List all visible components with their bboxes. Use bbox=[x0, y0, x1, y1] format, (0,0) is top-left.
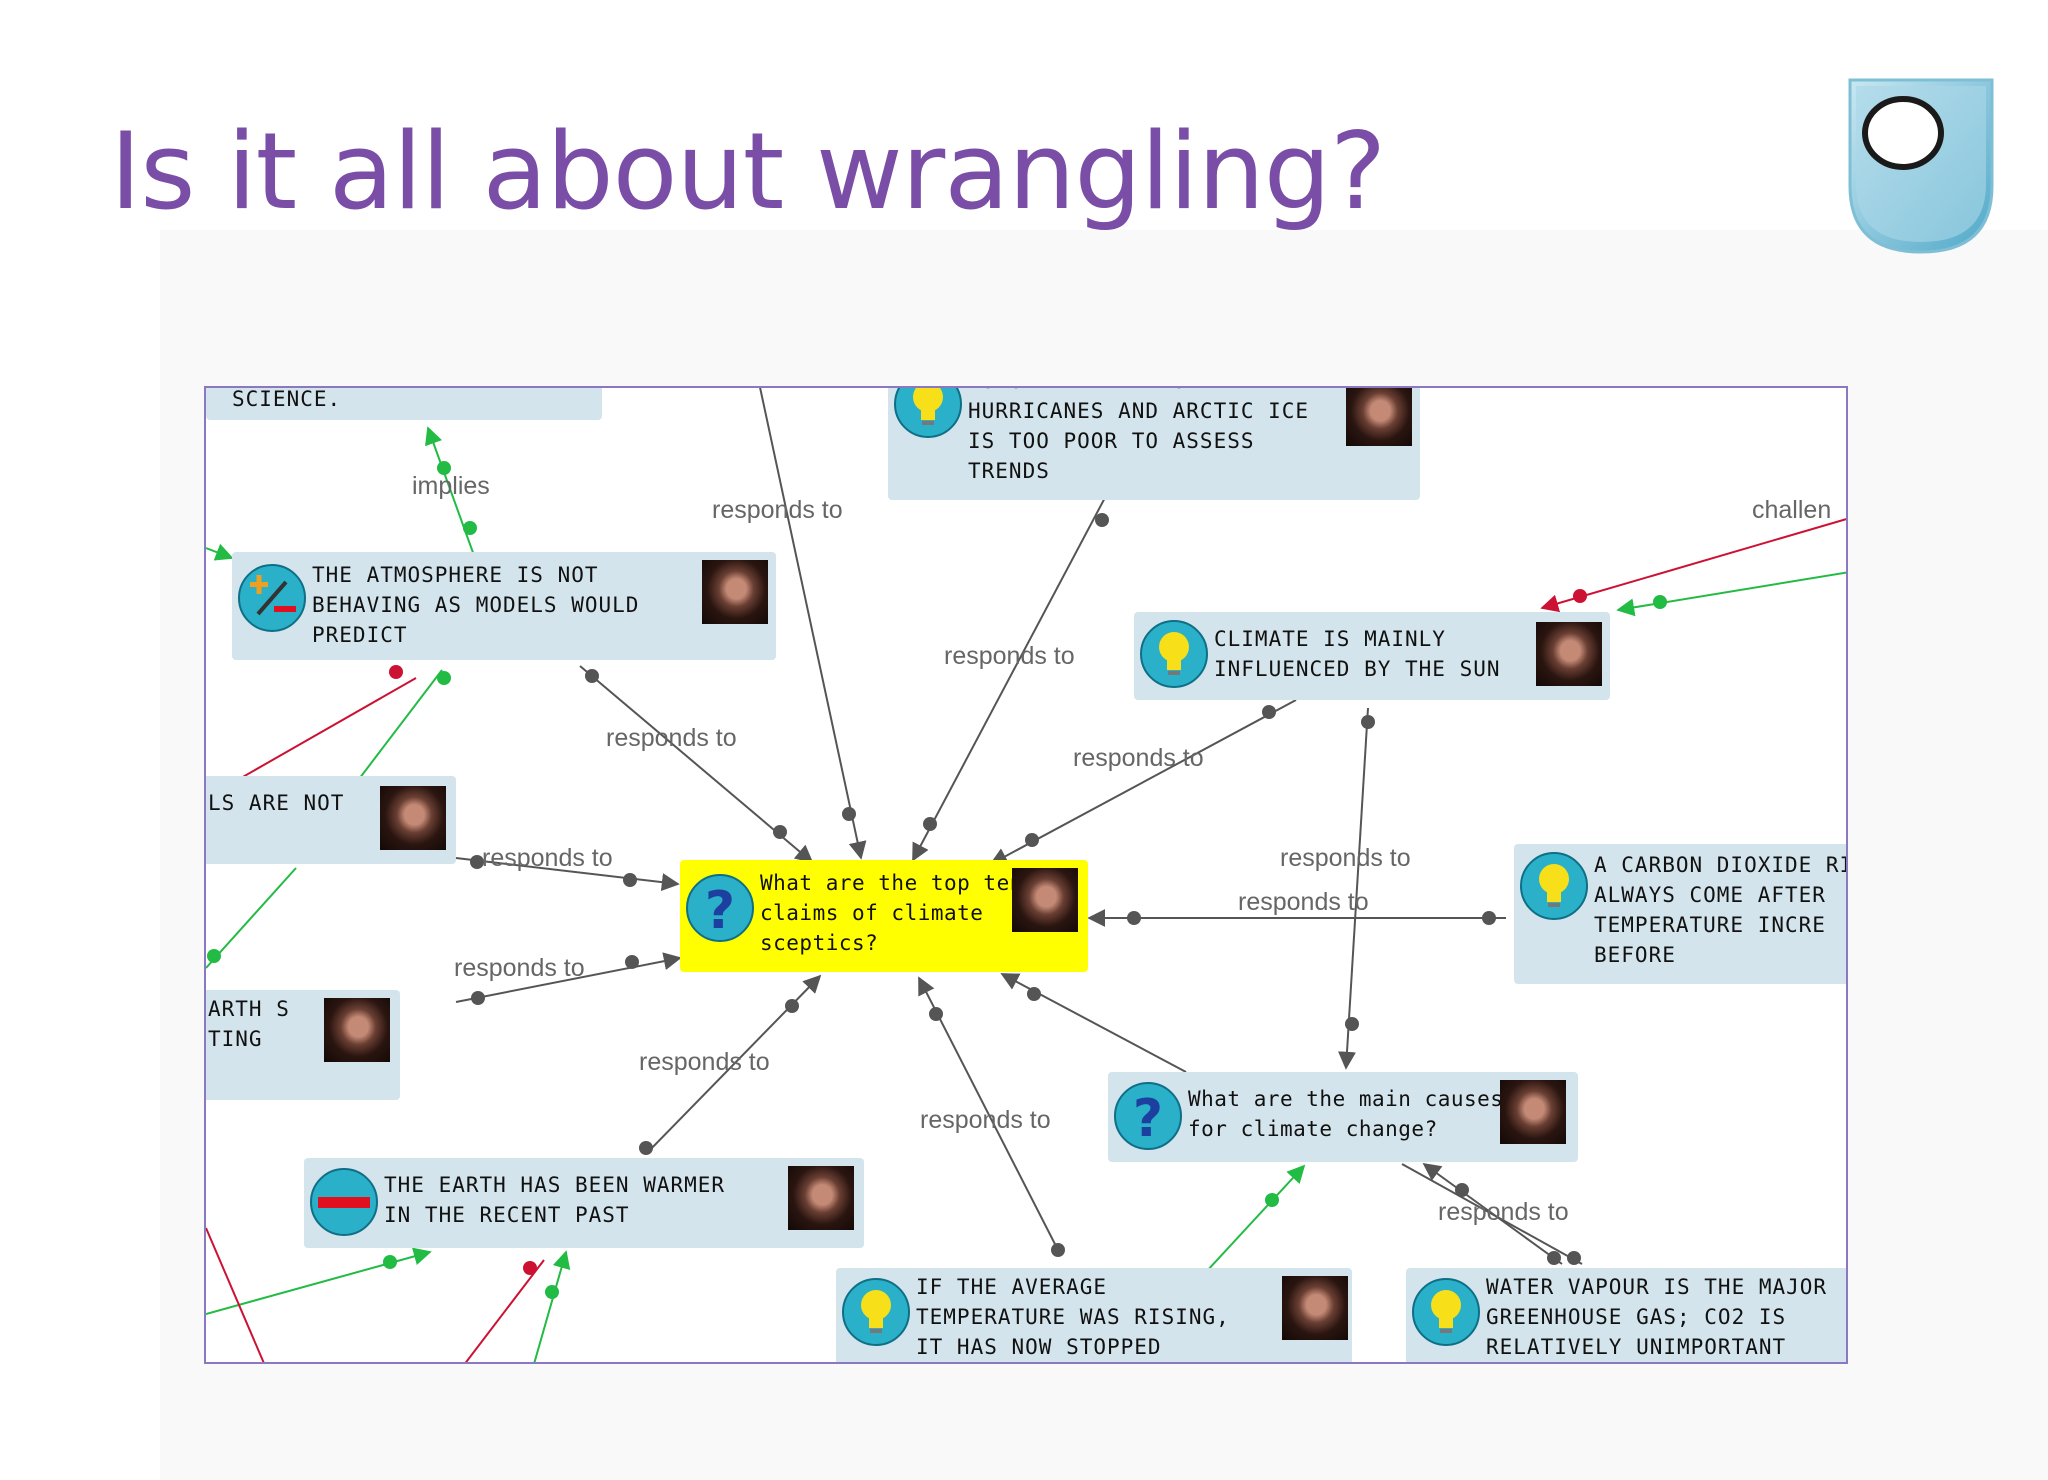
edge-label: responds to bbox=[606, 724, 737, 752]
argument-node[interactable]: IF THE AVERAGE TEMPERATURE WAS RISING, I… bbox=[836, 1268, 1352, 1362]
node-text: THE ATMOSPHERE IS NOT BEHAVING AS MODELS… bbox=[312, 563, 640, 647]
author-avatar[interactable] bbox=[702, 560, 768, 624]
open-university-logo bbox=[1848, 78, 1994, 254]
node-text: What are the main causes for climate cha… bbox=[1188, 1087, 1504, 1141]
edge-label: challen bbox=[1752, 496, 1832, 524]
argument-node[interactable]: THE ATMOSPHERE IS NOT BEHAVING AS MODELS… bbox=[232, 552, 776, 660]
edge-label: responds to bbox=[482, 844, 613, 872]
lightbulb-icon bbox=[1140, 620, 1208, 688]
argument-node[interactable]: science. bbox=[206, 387, 602, 420]
author-avatar[interactable] bbox=[1346, 388, 1412, 446]
node-text: CLIMATE IS MAINLY INFLUENCED BY THE SUN bbox=[1214, 627, 1501, 681]
node-text: LONG-TERM DATA ON HURRICANES AND ARCTIC … bbox=[968, 388, 1310, 483]
argument-node[interactable]: LONG-TERM DATA ON HURRICANES AND ARCTIC … bbox=[888, 388, 1420, 500]
argument-node[interactable]: LS ARE NOT bbox=[206, 776, 456, 864]
question-icon: ? bbox=[1114, 1082, 1182, 1150]
node-text: WATER VAPOUR IS THE MAJOR GREENHOUSE GAS… bbox=[1486, 1275, 1828, 1359]
edge-label: responds to bbox=[1438, 1198, 1569, 1226]
lightbulb-icon bbox=[842, 1278, 910, 1346]
argument-node[interactable]: ARTH S TING bbox=[206, 990, 400, 1100]
lightbulb-icon bbox=[1412, 1278, 1480, 1346]
minus-icon bbox=[310, 1168, 378, 1236]
lightbulb-icon bbox=[894, 388, 962, 438]
node-text: A CARBON DIOXIDE RIS ALWAYS COME AFTER T… bbox=[1594, 853, 1846, 967]
author-avatar[interactable] bbox=[1500, 1080, 1566, 1144]
node-text: What are the top ten claims of climate s… bbox=[760, 871, 1023, 955]
argument-node[interactable]: A CARBON DIOXIDE RIS ALWAYS COME AFTER T… bbox=[1514, 844, 1846, 984]
author-avatar[interactable] bbox=[1012, 868, 1078, 932]
edge-label: implies bbox=[412, 472, 490, 500]
node-text: LS ARE NOT bbox=[208, 791, 345, 815]
svg-text:?: ? bbox=[1133, 1089, 1163, 1149]
argument-node[interactable]: ? What are the main causes for climate c… bbox=[1108, 1072, 1578, 1162]
edge-label: responds to bbox=[639, 1048, 770, 1076]
edge-label: responds to bbox=[1238, 888, 1369, 916]
edge-label: responds to bbox=[1280, 844, 1411, 872]
svg-text:?: ? bbox=[705, 881, 735, 941]
author-avatar[interactable] bbox=[1536, 622, 1602, 686]
argument-node[interactable]: THE EARTH HAS BEEN WARMER IN THE RECENT … bbox=[304, 1158, 864, 1248]
author-avatar[interactable] bbox=[380, 786, 446, 850]
author-avatar[interactable] bbox=[324, 998, 390, 1062]
question-icon: ? bbox=[686, 874, 754, 942]
argument-node[interactable]: WATER VAPOUR IS THE MAJOR GREENHOUSE GAS… bbox=[1406, 1268, 1846, 1362]
edge-label: responds to bbox=[944, 642, 1075, 670]
argument-node[interactable]: CLIMATE IS MAINLY INFLUENCED BY THE SUN bbox=[1134, 612, 1610, 700]
edge-label: responds to bbox=[920, 1106, 1051, 1134]
node-text: IF THE AVERAGE TEMPERATURE WAS RISING, I… bbox=[916, 1275, 1230, 1359]
edge-label: responds to bbox=[712, 496, 843, 524]
edge-label: responds to bbox=[1073, 744, 1204, 772]
author-avatar[interactable] bbox=[788, 1166, 854, 1230]
edge-label: responds to bbox=[454, 954, 585, 982]
node-text: ARTH S TING bbox=[208, 997, 290, 1051]
author-avatar[interactable] bbox=[1282, 1276, 1348, 1340]
node-text: THE EARTH HAS BEEN WARMER IN THE RECENT … bbox=[384, 1173, 726, 1227]
pro-con-icon bbox=[238, 564, 306, 632]
lightbulb-icon bbox=[1520, 852, 1588, 920]
map-edges bbox=[206, 388, 1846, 1362]
node-text: science. bbox=[232, 387, 342, 411]
slide-title: Is it all about wrangling? bbox=[110, 110, 1386, 233]
argument-map[interactable]: implies responds to challen responds to … bbox=[204, 386, 1848, 1364]
focal-question-node[interactable]: ? What are the top ten claims of climate… bbox=[680, 860, 1088, 972]
